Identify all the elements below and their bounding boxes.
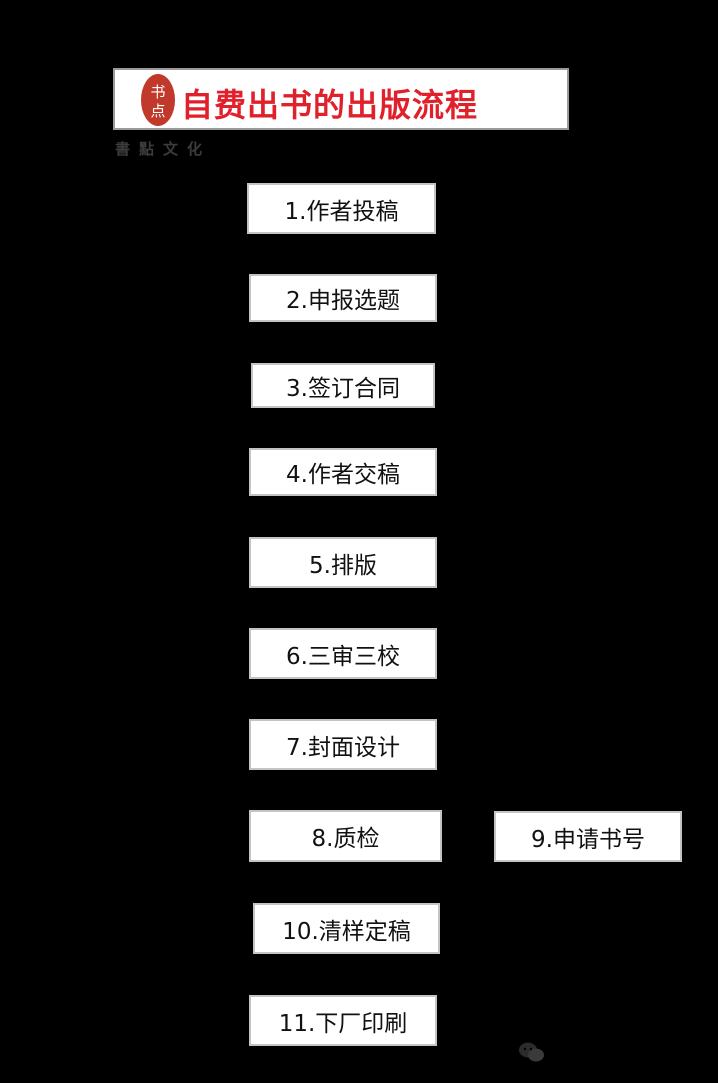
step-7-box: 7.封面设计 <box>249 719 437 770</box>
step-4-box: 4.作者交稿 <box>249 448 437 496</box>
seal-logo: 书 点 <box>141 74 175 126</box>
step-11-box: 11.下厂印刷 <box>249 995 437 1046</box>
page-title: 自费出书的出版流程 <box>181 86 479 124</box>
brand-tagline: 書點文化 <box>115 140 212 158</box>
step-8-box: 8.质检 <box>249 810 442 862</box>
step-10-box: 10.清样定稿 <box>253 903 440 954</box>
step-3-box: 3.签订合同 <box>251 363 435 408</box>
step-5-box: 5.排版 <box>249 537 437 588</box>
step-6-box: 6.三审三校 <box>249 628 437 679</box>
seal-char-1: 书 <box>150 83 165 101</box>
title-banner: 书 点 自费出书的出版流程 <box>113 68 569 130</box>
step-9-box: 9.申请书号 <box>494 811 682 862</box>
step-1-box: 1.作者投稿 <box>247 183 436 234</box>
seal-char-2: 点 <box>150 102 165 120</box>
wechat-icon <box>519 1042 544 1062</box>
step-2-box: 2.申报选题 <box>249 274 437 322</box>
